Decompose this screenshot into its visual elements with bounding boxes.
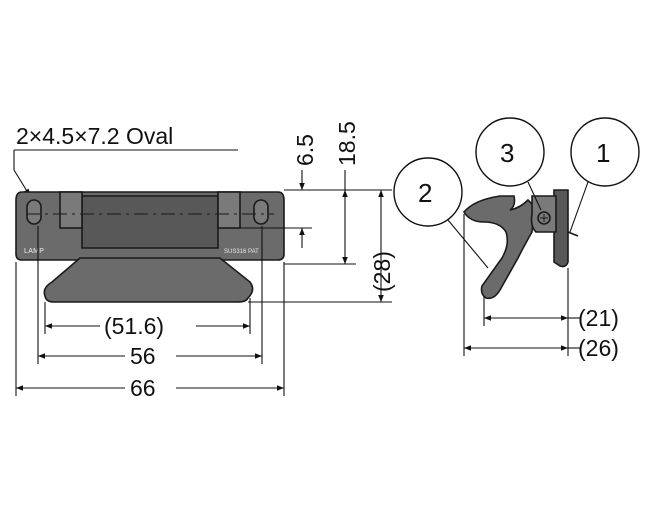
right-slot [217, 191, 241, 229]
callout-leader-3 [527, 181, 542, 211]
left-slot [59, 191, 83, 229]
brand-marking: LAMP [24, 248, 44, 255]
callout-label-2: 2 [418, 178, 432, 208]
dim-26-label: (26) [578, 335, 619, 361]
side-view: 3 1 2 (21) (26) [393, 117, 640, 361]
dim-56-label: 56 [130, 343, 156, 369]
dim-51-6-label: (51.6) [104, 313, 164, 339]
hook-latch [463, 195, 535, 300]
callout-label-1: 1 [596, 138, 610, 168]
left-oval-hole [26, 199, 42, 225]
material-marking: SUS316 PAT [224, 249, 259, 255]
callout-bubble-3 [475, 117, 545, 187]
front-view: 2×4.5×7.2 Oval LAMP SUS316 PAT 6.5 18.5 [13, 121, 395, 401]
callout-bubble-2 [393, 157, 463, 227]
oval-hole-callout: 2×4.5×7.2 Oval [16, 123, 173, 149]
plate-notch [567, 231, 579, 237]
callout-leader-1 [569, 181, 589, 233]
dim-28-label: (28) [369, 251, 395, 292]
lower-flange [43, 257, 254, 303]
callout-bubble-1 [570, 117, 640, 187]
mounting-plate [553, 189, 569, 268]
callout-leader-2 [447, 219, 489, 269]
dim-21-label: (21) [578, 305, 619, 331]
center-boss [81, 195, 219, 249]
callout-label-3: 3 [500, 138, 514, 168]
right-oval-hole [253, 199, 269, 225]
dim-6-5-label: 6.5 [292, 134, 318, 166]
dim-66-label: 66 [130, 375, 156, 401]
dim-18-5-label: 18.5 [334, 121, 360, 166]
